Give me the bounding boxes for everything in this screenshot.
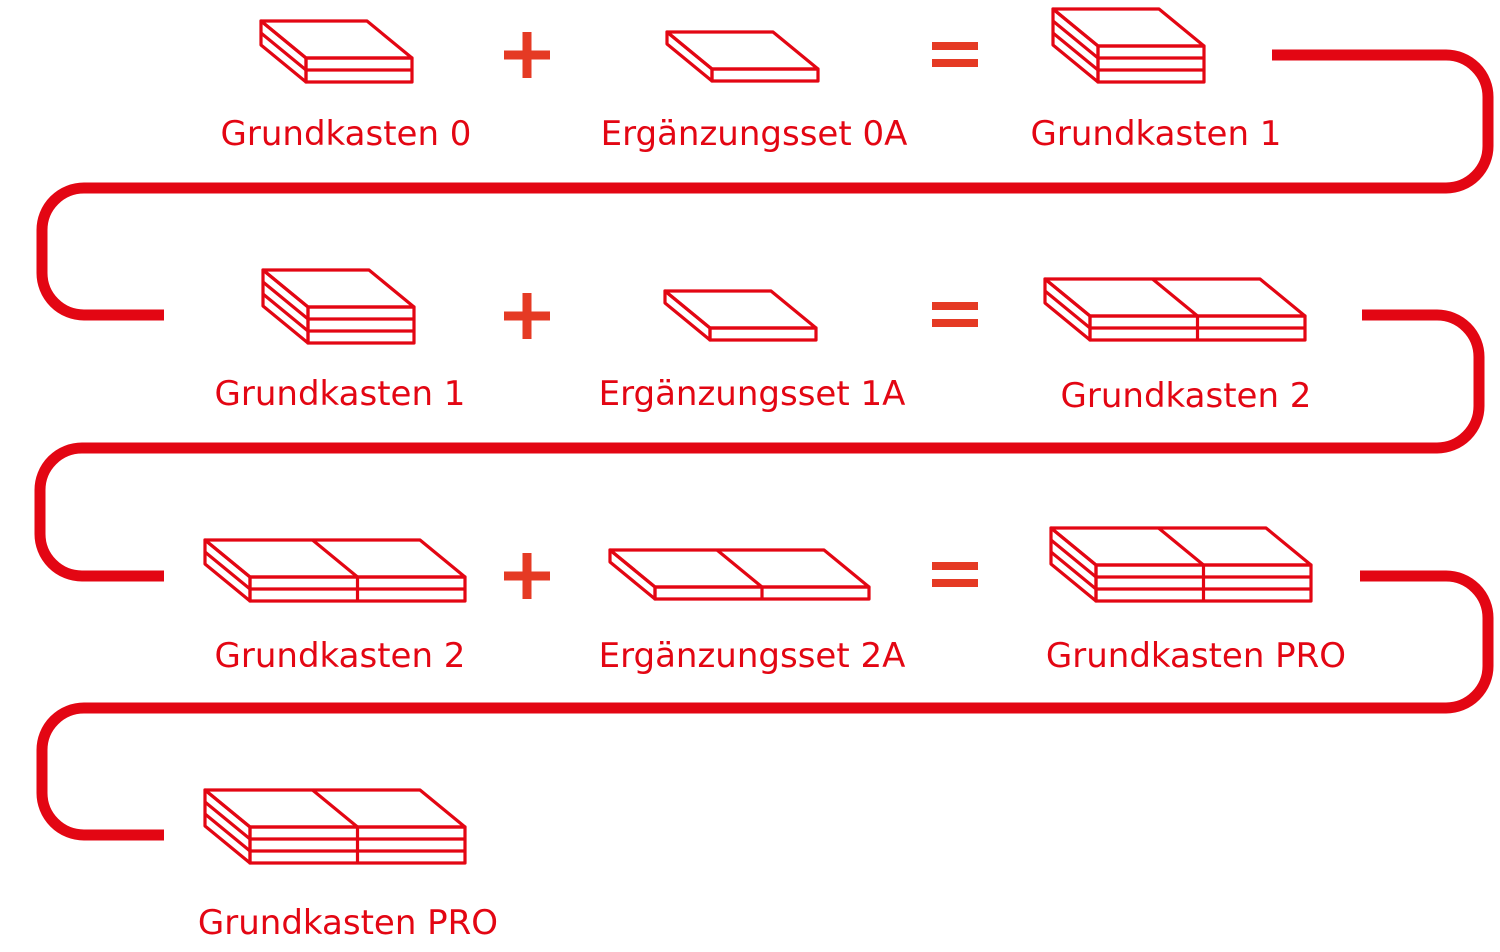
plus-icon: [504, 32, 550, 78]
box-grundkasten-0: [259, 19, 414, 84]
box-grundkasten-1: [261, 268, 416, 345]
plus-icon: [504, 293, 550, 339]
flow-connector-line: [34, 49, 1494, 841]
box-grundkasten-2: [1043, 277, 1307, 342]
label-row3-middle: Ergänzungsset 2A: [599, 636, 906, 676]
label-row3-result: Grundkasten PRO: [1046, 636, 1346, 676]
label-row2-left: Grundkasten 1: [215, 374, 466, 414]
label-row1-middle: Ergänzungsset 0A: [601, 114, 908, 154]
equals-icon: [932, 42, 978, 67]
label-row1-left: Grundkasten 0: [221, 114, 472, 154]
box-ergaenzungsset-2a: [608, 548, 871, 601]
plus-icon: [504, 553, 550, 599]
box-grundkasten-1: [1051, 7, 1206, 84]
label-row2-result: Grundkasten 2: [1061, 376, 1312, 416]
label-final: Grundkasten PRO: [198, 903, 498, 943]
label-row3-left: Grundkasten 2: [215, 636, 466, 676]
box-grundkasten-pro-final: [203, 788, 467, 865]
equals-icon: [932, 562, 978, 587]
label-row2-middle: Ergänzungsset 1A: [599, 374, 906, 414]
box-grundkasten-2: [203, 538, 467, 603]
box-grundkasten-pro: [1049, 526, 1313, 603]
box-ergaenzungsset-0a: [665, 30, 820, 83]
box-ergaenzungsset-1a: [663, 289, 818, 342]
label-row1-result: Grundkasten 1: [1031, 114, 1282, 154]
equals-icon: [932, 302, 978, 327]
